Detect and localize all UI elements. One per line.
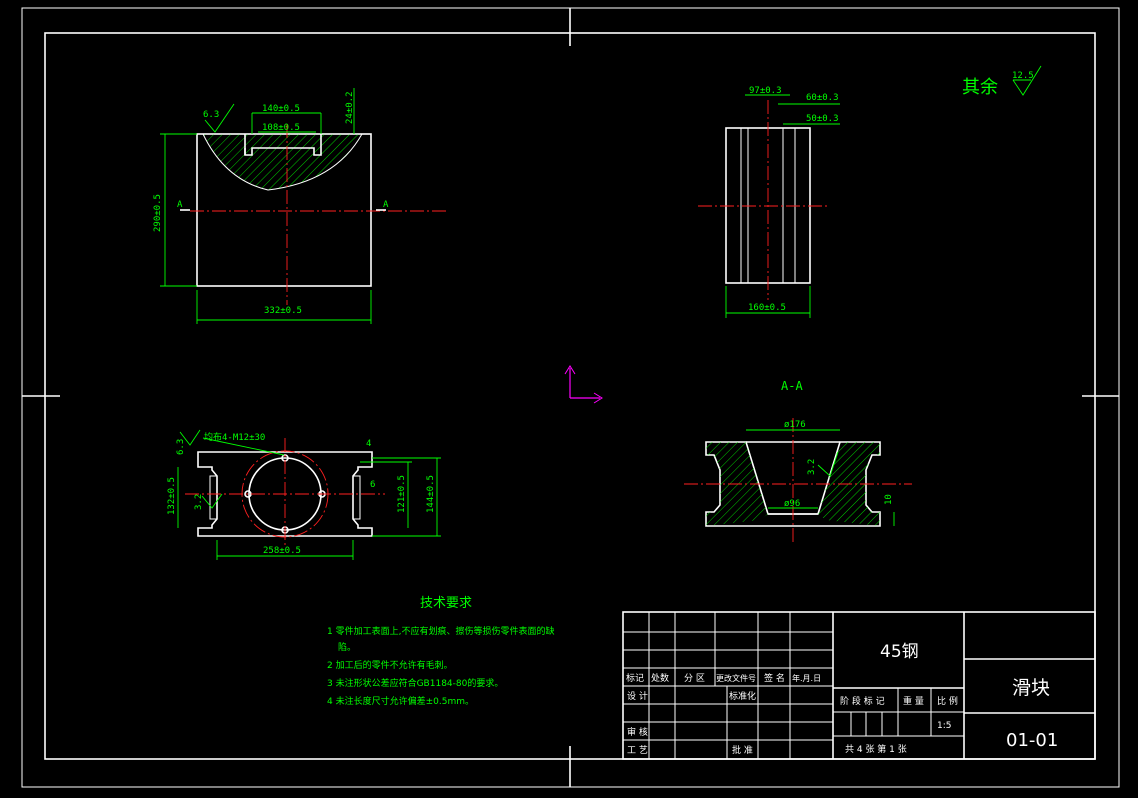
tech-title: 技术要求 <box>420 596 472 611</box>
thread-label: 均布4-M12±30 <box>204 431 265 443</box>
roughness-bottom-value: 6.3 <box>176 439 186 455</box>
section-marker-right: A <box>383 200 389 210</box>
roughness-rest-symbol: 其余 12.5 <box>962 65 1042 98</box>
dim-4: 4 <box>366 439 371 449</box>
process-label: 工 艺 <box>627 745 648 756</box>
header-mark: 标记 <box>626 672 644 684</box>
header-signature: 签 名 <box>764 672 785 684</box>
stage-mark-label: 阶 段 标 记 <box>840 695 885 707</box>
ucs-icon <box>564 365 603 404</box>
design-label: 设 计 <box>627 690 648 702</box>
standardize-label: 标准化 <box>729 690 756 702</box>
dim-108: 108±0.5 <box>262 123 300 133</box>
tech-requirements: 技术要求 1 零件加工表面上,不应有划痕、擦伤等损伤零件表面的缺 陷。 2 加工… <box>327 596 554 707</box>
tech-item-4: 4 未注长度尺寸允许偏差±0.5mm。 <box>327 695 474 707</box>
dim-176: ø176 <box>784 420 806 430</box>
sheet-border <box>21 7 1120 788</box>
drawing-number: 01-01 <box>1006 730 1058 751</box>
tech-item-2: 2 加工后的零件不允许有毛刺。 <box>327 659 453 671</box>
tech-item-3: 3 未注形状公差应符合GB1184-80的要求。 <box>327 677 503 689</box>
approve-label: 批 准 <box>732 744 753 756</box>
roughness-rest-value: 12.5 <box>1012 71 1034 81</box>
dim-332: 332±0.5 <box>264 306 302 316</box>
scale-value: 1:5 <box>937 721 951 731</box>
material-label: 45钢 <box>880 642 919 662</box>
sheets-label: 共 4 张 第 1 张 <box>845 743 907 755</box>
front-view: A A 140±0.5 108±0.5 24±0.2 6.3 290±0.5 3… <box>153 88 448 324</box>
tech-item-1: 1 零件加工表面上,不应有划痕、擦伤等损伤零件表面的缺 <box>327 625 554 637</box>
header-count: 处数 <box>651 672 669 684</box>
section-view: A-A ø176 ø96 3.2 10 <box>684 379 912 545</box>
dim-60: 60±0.3 <box>806 93 839 103</box>
bottom-view: 均布4-M12±30 6.3 3.2 132±0.5 121±0.5 144±0… <box>167 429 441 560</box>
side-view: 97±0.3 60±0.3 50±0.3 160±0.5 <box>698 86 840 318</box>
roughness-top-value: 6.3 <box>203 110 219 120</box>
title-block: 标记 处数 分 区 更改文件号 签 名 年.月.日 设 计 标准化 审 核 工 … <box>622 611 1096 760</box>
dim-10: 10 <box>884 494 894 505</box>
dim-258: 258±0.5 <box>263 546 301 556</box>
part-name: 滑块 <box>1012 677 1050 699</box>
header-change-doc: 更改文件号 <box>716 673 756 683</box>
roughness-bottom-side: 3.2 <box>194 494 204 510</box>
dim-132: 132±0.5 <box>167 477 177 515</box>
roughness-section-value: 3.2 <box>807 459 817 475</box>
tech-item-1b: 陷。 <box>338 641 356 653</box>
weight-label: 重 量 <box>903 695 924 707</box>
dim-140: 140±0.5 <box>262 104 300 114</box>
section-marker-left: A <box>177 200 183 210</box>
dim-121: 121±0.5 <box>397 475 407 513</box>
dim-160: 160±0.5 <box>748 303 786 313</box>
dim-6: 6 <box>370 480 375 490</box>
dim-144: 144±0.5 <box>426 475 436 513</box>
review-label: 审 核 <box>627 726 648 738</box>
section-title: A-A <box>781 379 803 393</box>
scale-label: 比 例 <box>937 695 958 707</box>
dim-97: 97±0.3 <box>749 86 782 96</box>
roughness-rest-label: 其余 <box>962 77 998 98</box>
dim-50: 50±0.3 <box>806 114 839 124</box>
header-date: 年.月.日 <box>792 673 821 683</box>
dim-290: 290±0.5 <box>153 194 163 232</box>
dim-96: ø96 <box>784 499 800 509</box>
header-zone: 分 区 <box>684 673 705 684</box>
dim-24: 24±0.2 <box>345 91 355 124</box>
